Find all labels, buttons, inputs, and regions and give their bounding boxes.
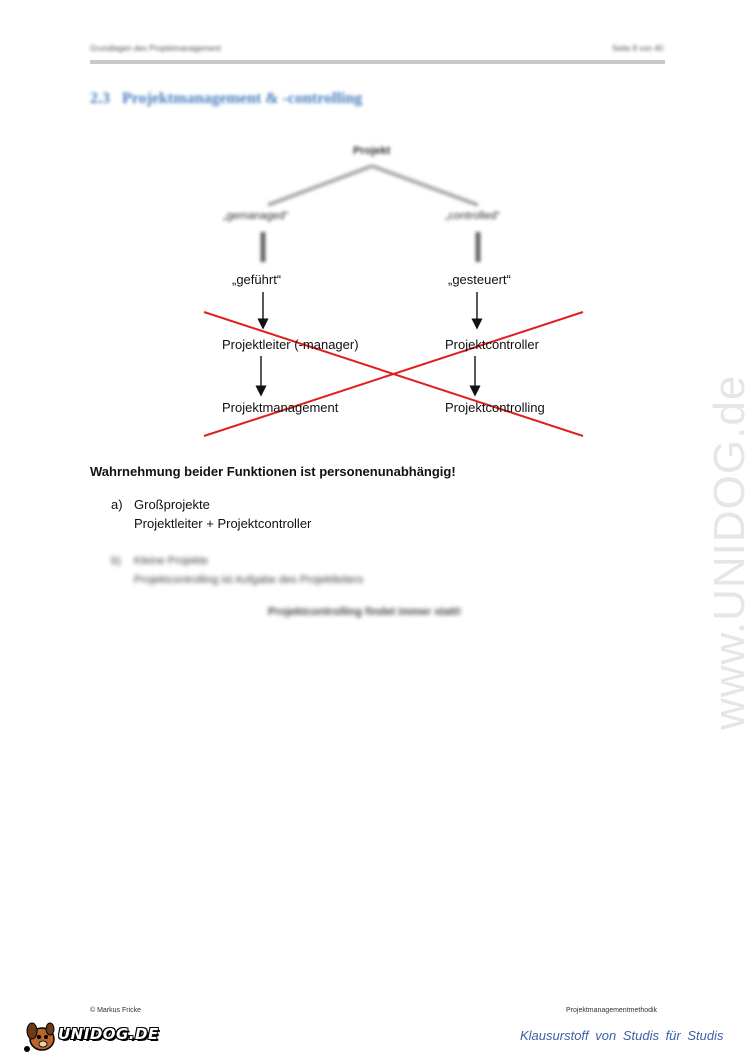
project-diagram [203, 164, 584, 437]
header-page-number: Seite 8 von 40 [612, 44, 664, 53]
cross-line-2 [203, 311, 584, 437]
header-left-text: Grundlagen des Projektmanagement [90, 44, 221, 53]
left-branch-term: „gemanaged“ [223, 210, 289, 222]
item-a-line1: Großprojekte [134, 497, 210, 512]
section-title: 2.3 Projektmanagement & -controlling [90, 90, 362, 108]
left-branch-function: Projektmanagement [222, 400, 339, 415]
left-branch-meaning: „geführt“ [232, 272, 282, 287]
section-number: 2.3 [90, 90, 110, 107]
logo-text: UNIDOG.DE [58, 1025, 159, 1043]
item-a-label: a) [111, 497, 123, 512]
right-branch-term: „controlled“ [445, 210, 501, 222]
footer-subject: Projektmanagementmethodik [566, 1007, 658, 1014]
item-b-label: b) [111, 555, 121, 567]
dog-mascot-icon [24, 1022, 55, 1052]
right-branch-meaning: „gesteuert“ [448, 272, 511, 287]
item-b-line2: Projektcontrolling ist Aufgabe des Proje… [134, 574, 364, 586]
item-b-line1: Kleine Projekte [134, 555, 208, 567]
left-branch-role: Projektleiter (-manager) [222, 337, 359, 352]
right-branch-role: Projektcontroller [445, 337, 539, 352]
unidog-logo [24, 1022, 55, 1052]
footer-author: © Markus Fricke [90, 1007, 142, 1014]
diagram-root: Projekt [353, 145, 391, 157]
centered-note: Projektcontrolling findet immer statt! [268, 606, 462, 618]
watermark-text: www.UNIDOG.de [705, 374, 750, 730]
tagline: Klausurstoff von Studis für Studis [520, 1028, 724, 1043]
section-title-text: Projektmanagement & -controlling [122, 90, 363, 107]
independence-note: Wahrnehmung beider Funktionen ist person… [90, 464, 456, 479]
right-branch-function: Projektcontrolling [445, 400, 545, 415]
header-divider [90, 60, 665, 64]
root-branch-lines [260, 164, 481, 262]
item-a-line2: Projektleiter + Projektcontroller [134, 516, 312, 531]
